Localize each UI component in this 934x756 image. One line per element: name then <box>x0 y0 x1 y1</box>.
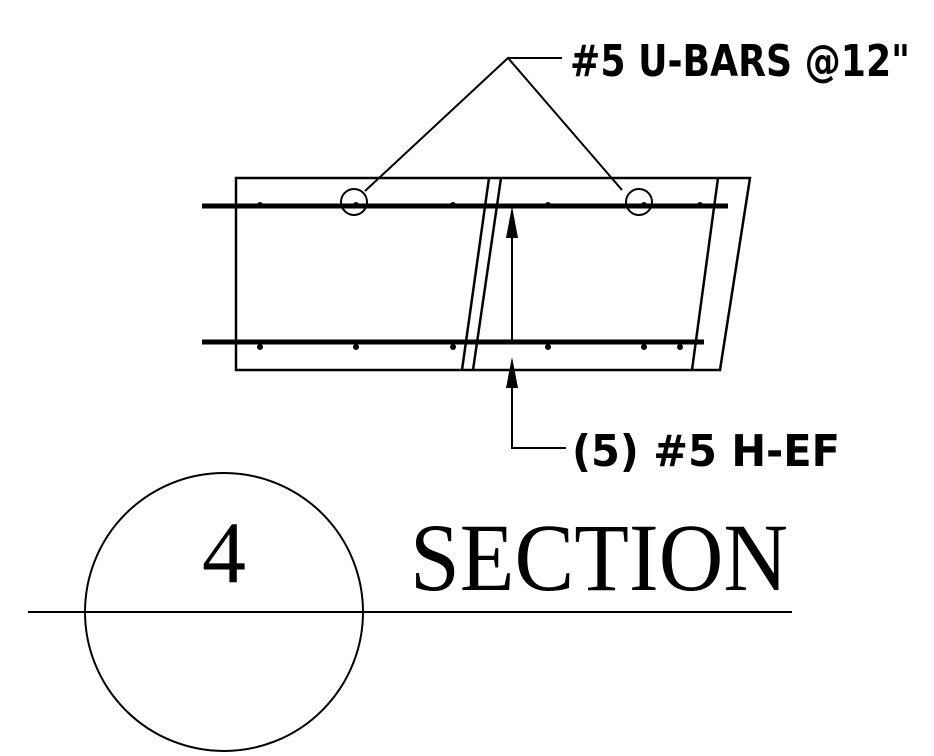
concrete-section-outline <box>234 176 752 372</box>
rebar-dots-top <box>257 202 703 208</box>
leader-h-ef <box>511 386 566 449</box>
joint-line-left-b <box>471 177 503 371</box>
u-bar-marker-right <box>625 188 653 216</box>
callout-h-ef: (5) #5 H-EF <box>572 426 840 477</box>
joint-line-right <box>690 177 720 371</box>
section-title: SECTION <box>410 504 788 611</box>
callout-u-bars: #5 U-BARS @12" <box>570 36 910 87</box>
u-bar-marker-left <box>340 188 368 216</box>
rebar-dots-bottom <box>257 344 683 350</box>
arrow-head-lower <box>506 357 518 388</box>
arrow-head-upper <box>506 206 518 238</box>
section-number: 4 <box>202 505 246 602</box>
joint-line-left-a <box>460 177 491 371</box>
